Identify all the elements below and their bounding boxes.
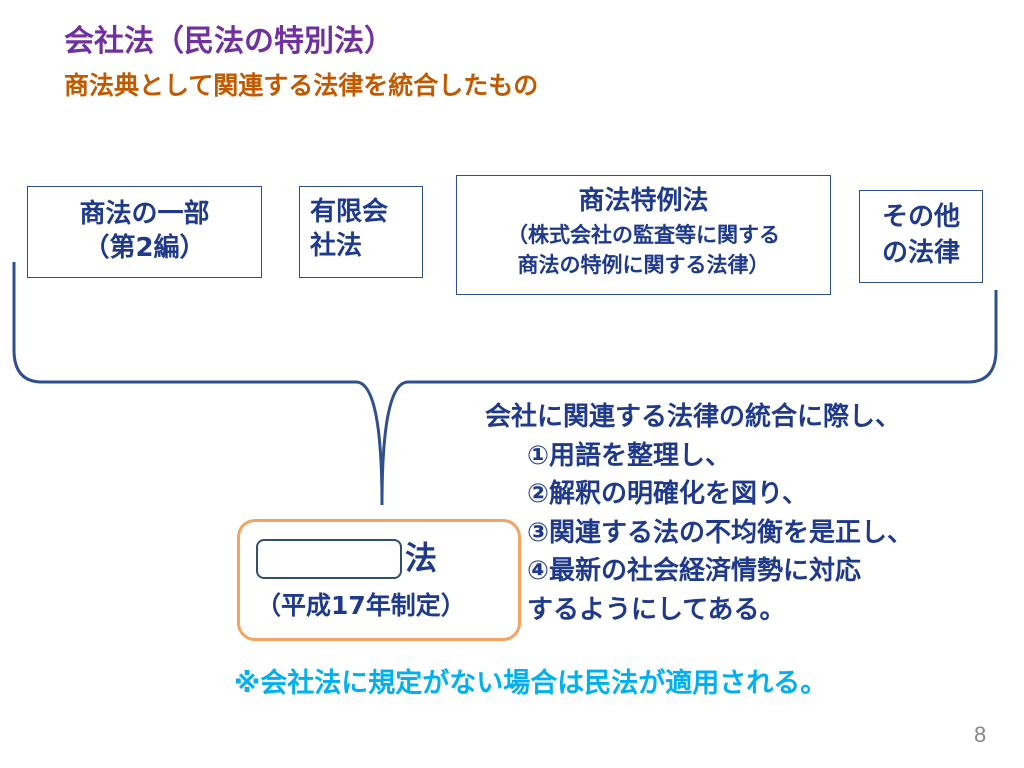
slide-subtitle: 商法典として関連する法律を統合したもの [64,71,539,100]
company-law-box: 法 （平成17年制定） [237,519,521,641]
law-box-limited-company: 有限会 社法 [299,186,423,278]
law-box-line: 社法 [310,231,363,261]
page-number: 8 [974,722,987,747]
law-box-line: 商法の一部 [79,199,210,229]
enactment-year: （平成17年制定） [256,591,466,620]
law-box-line: その他 [881,202,960,232]
blank-answer-field [256,539,402,579]
description-closing: するようにしてある。 [527,594,786,625]
description-item: ③関連する法の不均衡を是正し、 [527,517,914,548]
description-item: ②解釈の明確化を図り、 [527,479,808,509]
law-box-commercial-code: 商法の一部 （第2編） [27,186,262,278]
law-box-line: （第2編） [83,233,206,263]
slide-title: 会社法（民法の特別法） [64,24,394,59]
description-intro: 会社に関連する法律の統合に際し、 [485,402,902,432]
law-suffix: 法 [405,539,438,577]
description-item: ①用語を整理し、 [527,440,732,471]
law-box-line: 商法特例法 [578,186,709,216]
civil-law-note: ※会社法に規定がない場合は民法が適用される。 [234,668,828,699]
description-item: ④最新の社会経済情勢に対応 [527,556,862,586]
integration-description: 会社に関連する法律の統合に際し、 ①用語を整理し、 ②解釈の明確化を図り、 ③関… [485,398,913,629]
law-box-line: （株式会社の監査等に関する [507,223,780,247]
law-box-other-laws: その他 の法律 [859,190,983,283]
law-box-line: 商法の特例に関する法律） [517,253,770,277]
law-box-line: 有限会 [310,197,389,227]
law-box-special-act: 商法特例法 （株式会社の監査等に関する 商法の特例に関する法律） [456,175,831,295]
law-box-line: の法律 [881,238,960,268]
